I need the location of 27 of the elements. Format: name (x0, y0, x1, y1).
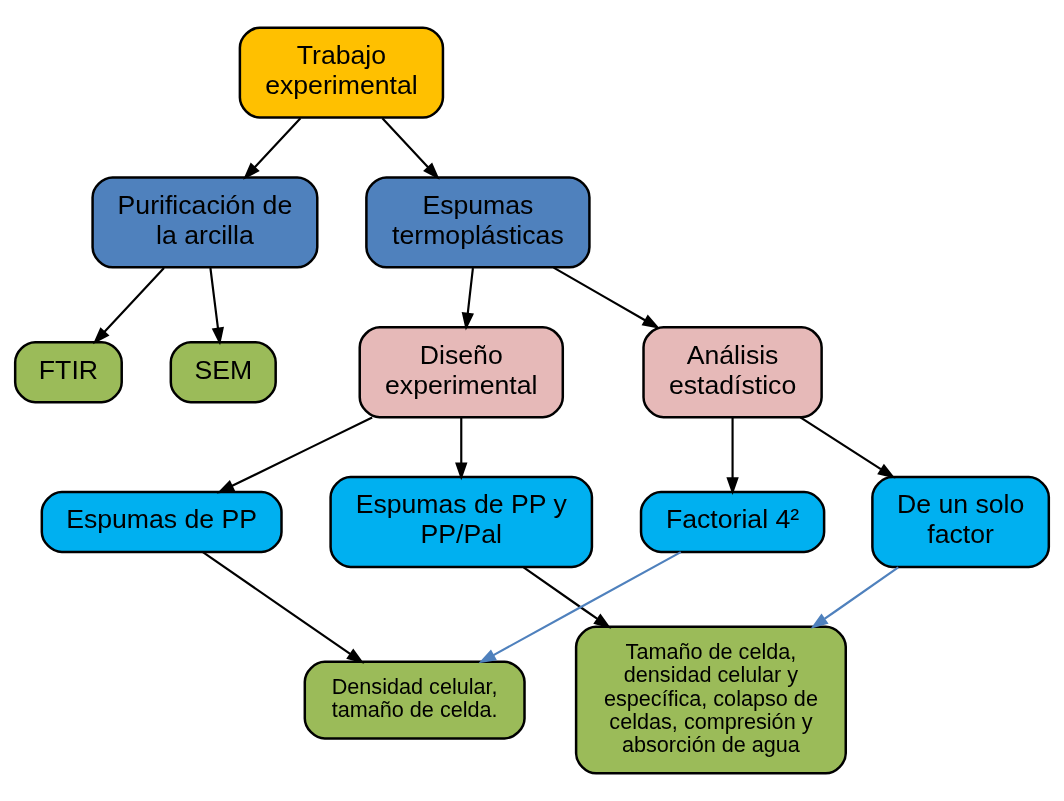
node-box: Espumas de PP y PP/Pal (329, 475, 594, 569)
arrow (461, 267, 474, 331)
node-box: Purificación de la arcilla (91, 176, 319, 269)
arrow (202, 551, 365, 664)
arrow (209, 267, 224, 346)
node-box: Factorial 4² (639, 490, 826, 554)
arrow (478, 551, 682, 664)
node-box: Diseño experimental (358, 326, 565, 419)
node-box: Análisis estadístico (642, 326, 823, 419)
node-box: Densidad celular, tamaño de celda. (303, 660, 526, 740)
node-box: FTIR (13, 341, 123, 404)
arrow (726, 417, 739, 495)
arrow (92, 267, 165, 345)
arrow (810, 566, 899, 629)
node-box: SEM (169, 341, 277, 404)
arrow (553, 266, 660, 329)
node-box: Espumas termoplásticas (365, 176, 591, 269)
node-box: Espumas de PP (40, 490, 283, 554)
node-box: De un solo factor (871, 475, 1051, 569)
node-box: Tamaño de celda, densidad celular y específica, colapso de celdas, compresión y absorción de agua (574, 625, 847, 775)
arrow (455, 417, 468, 481)
node-box: Trabajo experimental (238, 26, 445, 119)
arrow (243, 117, 302, 180)
arrow (381, 117, 440, 180)
arrow (216, 416, 373, 494)
arrow (523, 566, 612, 629)
arrow (799, 416, 896, 479)
